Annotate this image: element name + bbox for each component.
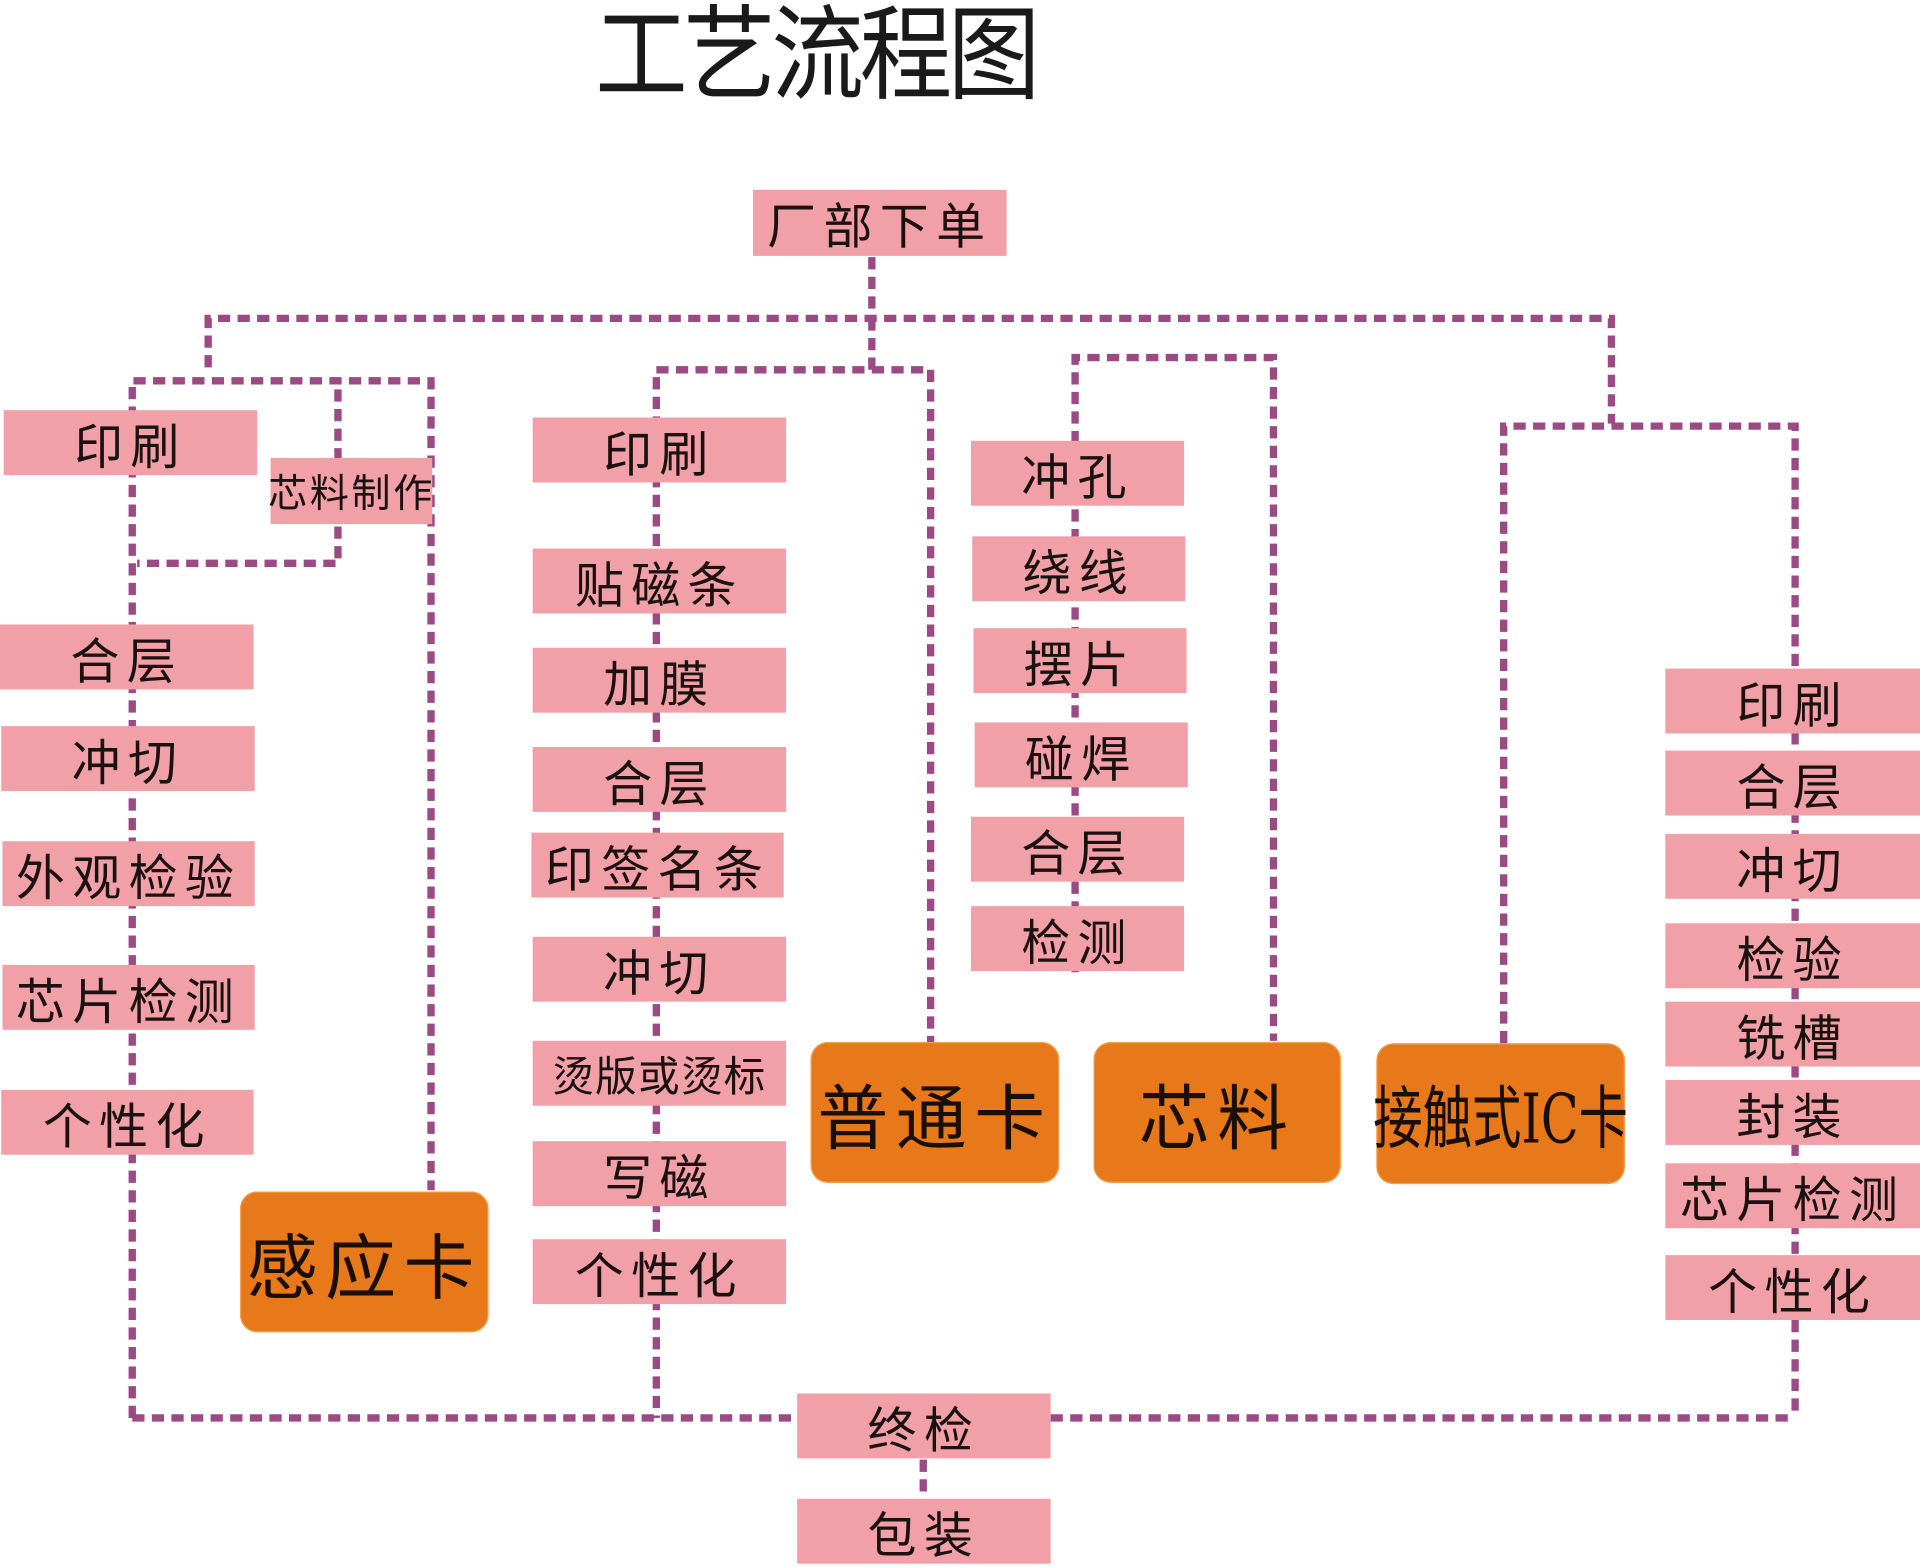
step-final-check: 终检 bbox=[797, 1393, 1051, 1459]
ic-step-personalize: 个性化 bbox=[1665, 1255, 1920, 1321]
induction-step-punch: 冲切 bbox=[1, 726, 255, 792]
induction-step-core-make: 芯料制作 bbox=[268, 457, 432, 525]
ic-step-mill-slot: 铣槽 bbox=[1665, 1001, 1920, 1067]
step-packaging: 包装 bbox=[797, 1498, 1051, 1564]
core-step-test: 检测 bbox=[971, 906, 1185, 972]
ordinary-step-film: 加膜 bbox=[532, 647, 787, 713]
card-type-contact-ic-label: 接触式IC卡 bbox=[1373, 1080, 1629, 1160]
induction-step-print: 印刷 bbox=[3, 410, 258, 476]
connector-ordinary-right bbox=[871, 366, 935, 1044]
ic-step-laminate: 合层 bbox=[1665, 750, 1920, 816]
card-type-contact-ic: 接触式IC卡 bbox=[1373, 1043, 1629, 1185]
induction-step-chip-test: 芯片检测 bbox=[2, 964, 255, 1030]
ordinary-step-signature-strip: 印签名条 bbox=[531, 832, 784, 898]
ic-step-inspect: 检验 bbox=[1665, 923, 1920, 989]
ordinary-step-print: 印刷 bbox=[532, 417, 787, 483]
ic-step-punch: 冲切 bbox=[1665, 833, 1920, 899]
induction-step-laminate: 合层 bbox=[0, 624, 254, 690]
card-type-induction: 感应卡 bbox=[240, 1191, 489, 1333]
ic-step-chip-test: 芯片检测 bbox=[1665, 1163, 1920, 1229]
ic-step-package-chip: 封装 bbox=[1665, 1080, 1920, 1146]
ordinary-step-magstripe: 贴磁条 bbox=[532, 548, 787, 614]
step-start-order: 厂部下单 bbox=[753, 189, 1007, 256]
ordinary-step-hot-stamp: 烫版或烫标 bbox=[532, 1040, 787, 1106]
card-type-core-material: 芯料 bbox=[1093, 1042, 1341, 1183]
induction-step-personalize: 个性化 bbox=[1, 1089, 254, 1155]
core-step-place-chip: 摆片 bbox=[973, 628, 1187, 694]
ordinary-step-personalize: 个性化 bbox=[532, 1239, 787, 1305]
ic-step-print: 印刷 bbox=[1665, 668, 1920, 734]
induction-step-visual-inspect: 外观检验 bbox=[2, 841, 255, 907]
core-step-laminate: 合层 bbox=[971, 816, 1185, 882]
core-step-punch-hole: 冲孔 bbox=[971, 440, 1185, 506]
core-step-wind-wire: 绕线 bbox=[972, 536, 1186, 602]
ordinary-step-encode: 写磁 bbox=[532, 1141, 787, 1207]
connector-core-loop bbox=[1071, 353, 1278, 1041]
core-step-weld: 碰焊 bbox=[974, 722, 1188, 788]
card-type-ordinary: 普通卡 bbox=[810, 1042, 1060, 1183]
ordinary-step-punch: 冲切 bbox=[532, 936, 787, 1002]
connector-top-bus bbox=[204, 314, 1616, 424]
ordinary-step-laminate: 合层 bbox=[532, 746, 787, 812]
diagram-title: 工艺流程图 bbox=[595, 0, 1040, 116]
